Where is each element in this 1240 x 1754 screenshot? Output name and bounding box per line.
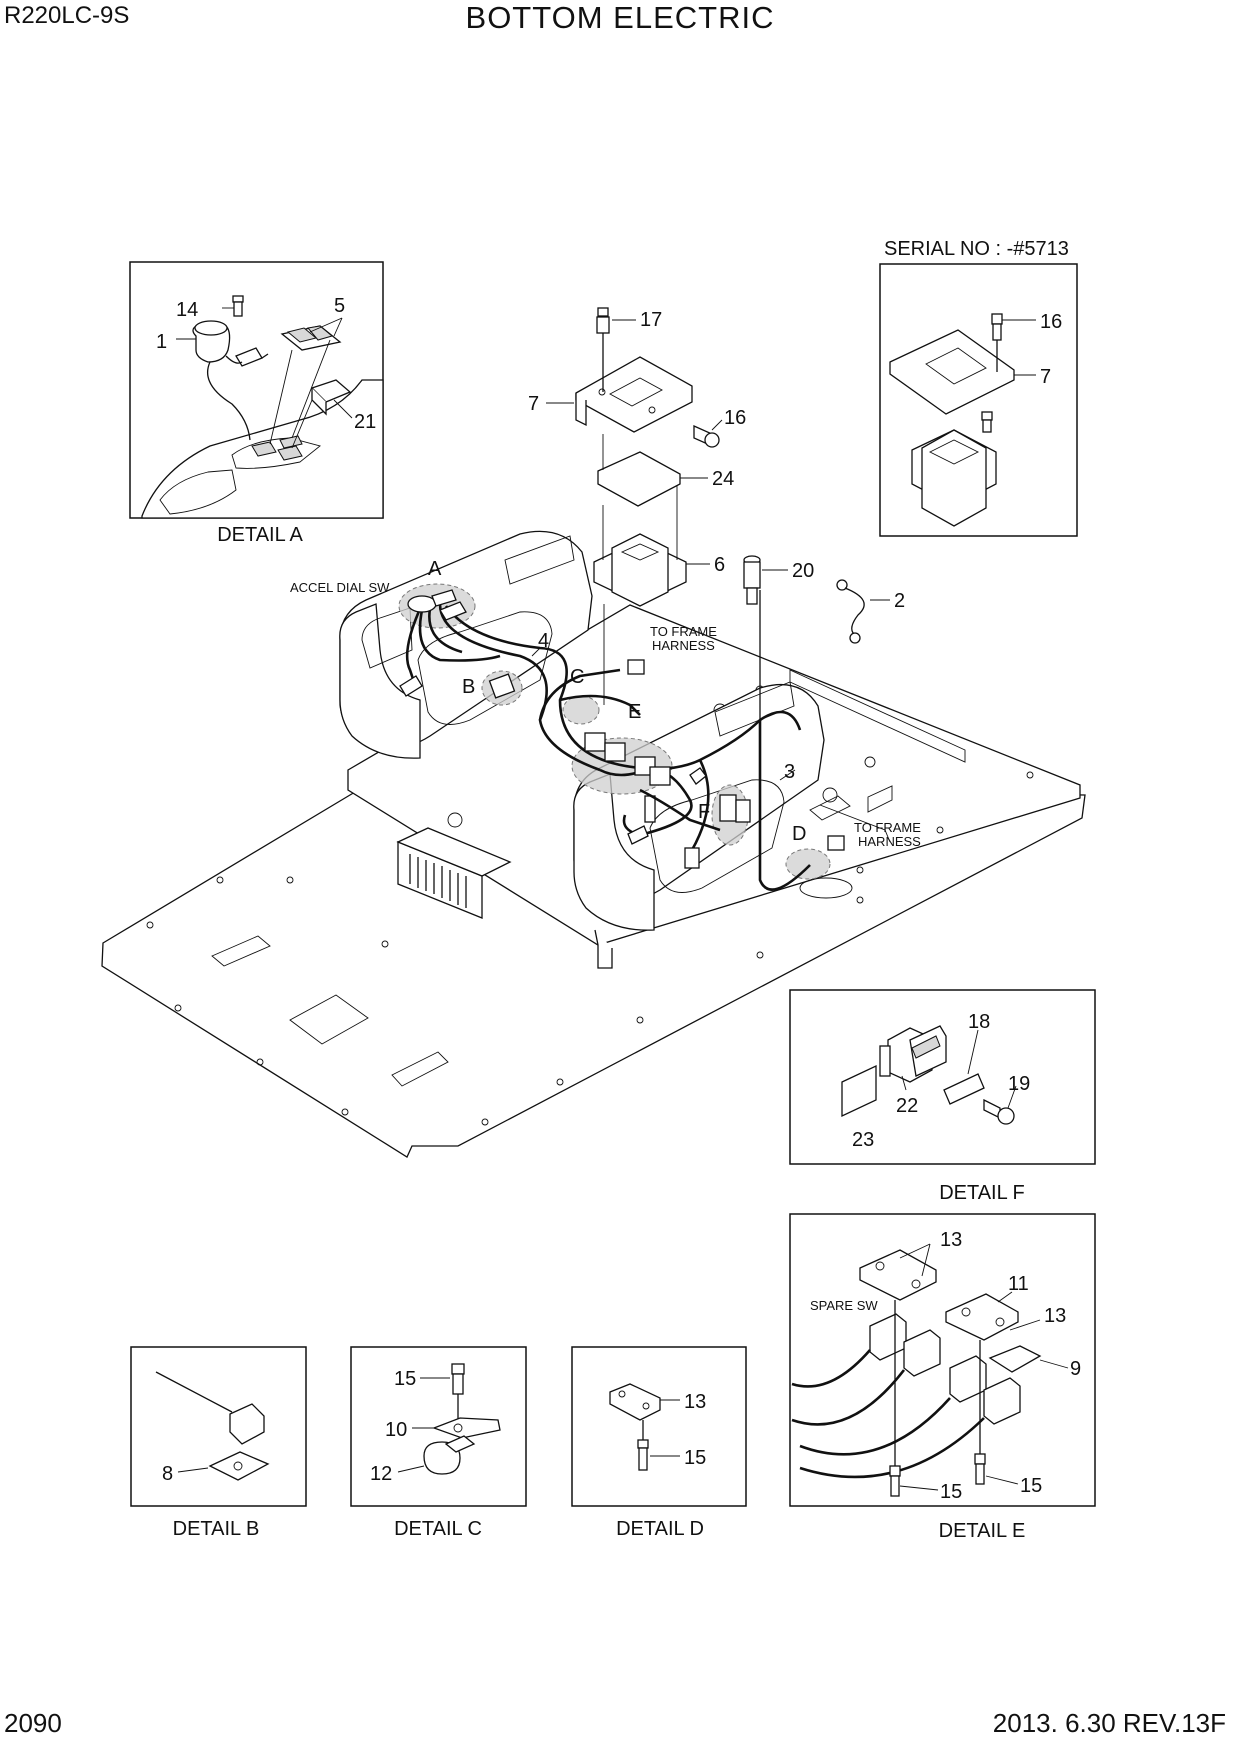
detail-letter-d: D <box>792 823 806 845</box>
detail-letter-b: B <box>462 676 475 698</box>
caption-detail-d: DETAIL D <box>616 1518 704 1540</box>
label-spare-sw: SPARE SW <box>810 1298 878 1313</box>
detail-d-callout-13: 13 <box>684 1391 706 1413</box>
detail-d-drawing <box>609 1383 661 1471</box>
callout-16: 16 <box>724 407 746 429</box>
label-to-frame-1: TO FRAME <box>650 624 717 639</box>
detail-a-callout-5: 5 <box>334 295 345 317</box>
page-title: BOTTOM ELECTRIC <box>465 0 775 35</box>
detail-a-drawing <box>141 295 384 519</box>
detail-e-drawing <box>791 1249 1042 1497</box>
detail-a-callout-21: 21 <box>354 411 376 433</box>
caption-detail-a: DETAIL A <box>217 524 303 546</box>
detail-e-callout-9: 9 <box>1070 1358 1081 1380</box>
wire-harness <box>405 590 811 891</box>
detail-d-leaders <box>650 1399 680 1457</box>
callout-4: 4 <box>538 630 549 652</box>
caption-detail-b: DETAIL B <box>172 1518 260 1540</box>
label-harness-1: HARNESS <box>652 638 715 653</box>
boot-6 <box>593 434 687 705</box>
bottom-vent-box <box>396 827 512 919</box>
caption-detail-c: DETAIL C <box>394 1518 482 1540</box>
detail-b-callout-8: 8 <box>162 1463 173 1485</box>
detail-f-drawing <box>841 1025 1015 1125</box>
detail-d-frame <box>571 1346 747 1507</box>
detail-a-callout-14: 14 <box>176 299 198 321</box>
detail-e-callout-15a: 15 <box>940 1481 962 1503</box>
revision-date: 2013. 6.30 REV.13F <box>992 1708 1226 1738</box>
bolt-16-main <box>693 424 720 448</box>
detail-letter-e: E <box>628 701 641 723</box>
detail-d-callout-15: 15 <box>684 1447 706 1469</box>
model-code: R220LC-9S <box>4 2 130 29</box>
bolt-17 <box>596 307 610 392</box>
detail-c-leaders <box>397 1377 450 1473</box>
detail-a-leaders <box>176 307 353 419</box>
detail-f-leaders <box>901 1029 1017 1109</box>
callout-2: 2 <box>894 590 905 612</box>
detail-letter-a: A <box>428 558 442 580</box>
label-harness-2: HARNESS <box>858 834 921 849</box>
accel-dial-assembly <box>407 589 467 621</box>
detail-letter-f: F <box>698 801 710 823</box>
caption-detail-e: DETAIL E <box>938 1520 1026 1542</box>
callout-7: 7 <box>528 393 539 415</box>
detail-b-drawing <box>155 1371 270 1481</box>
serial-box-leaders <box>1002 319 1036 376</box>
callout-6: 6 <box>714 554 725 576</box>
detail-f-callout-23: 23 <box>852 1129 874 1151</box>
left-console-box <box>339 530 593 759</box>
detail-c-drawing <box>423 1363 501 1475</box>
serial-box-frame <box>879 263 1078 537</box>
detail-b-leader <box>177 1467 209 1473</box>
cover-pad-24 <box>597 451 681 507</box>
detail-f-callout-19: 19 <box>1008 1073 1030 1095</box>
detail-e-callout-13b: 13 <box>1044 1305 1066 1327</box>
detail-letter-c: C <box>570 666 584 688</box>
detail-b-frame <box>130 1346 307 1507</box>
ground-cable-2 <box>836 579 865 644</box>
callout-3: 3 <box>784 761 795 783</box>
detail-e-callout-15b: 15 <box>1020 1475 1042 1497</box>
detail-e-callout-11: 11 <box>1008 1273 1029 1295</box>
detail-c-frame <box>350 1346 527 1507</box>
detail-c-callout-15: 15 <box>394 1368 416 1390</box>
detail-e-frame <box>789 1213 1096 1507</box>
detail-f-callout-22: 22 <box>896 1095 918 1117</box>
callout-17: 17 <box>640 309 662 331</box>
page-number: 2090 <box>4 1708 62 1738</box>
main-leaders <box>531 319 890 781</box>
detail-f-frame <box>789 989 1096 1165</box>
right-console-box <box>573 681 893 931</box>
serial-callout-7: 7 <box>1040 366 1051 388</box>
serial-callout-16: 16 <box>1040 311 1062 333</box>
serial-box-drawing <box>889 313 1015 527</box>
label-to-frame-2: TO FRAME <box>854 820 921 835</box>
label-accel-dial-sw: ACCEL DIAL SW <box>290 580 390 595</box>
caption-detail-f: DETAIL F <box>939 1182 1025 1204</box>
detail-a-callout-1: 1 <box>156 331 167 353</box>
detail-f-callout-18: 18 <box>968 1011 990 1033</box>
callout-24: 24 <box>712 468 734 490</box>
cover-plate-7 <box>575 356 693 433</box>
callout-20: 20 <box>792 560 814 582</box>
switch-20 <box>743 555 761 605</box>
detail-c-callout-10: 10 <box>385 1419 407 1441</box>
detail-e-leaders <box>899 1243 1069 1491</box>
serial-number-label: SERIAL NO : -#5713 <box>884 238 1069 260</box>
detail-e-callout-13a: 13 <box>940 1229 962 1251</box>
connectors <box>399 659 845 869</box>
detail-c-callout-12: 12 <box>370 1463 392 1485</box>
